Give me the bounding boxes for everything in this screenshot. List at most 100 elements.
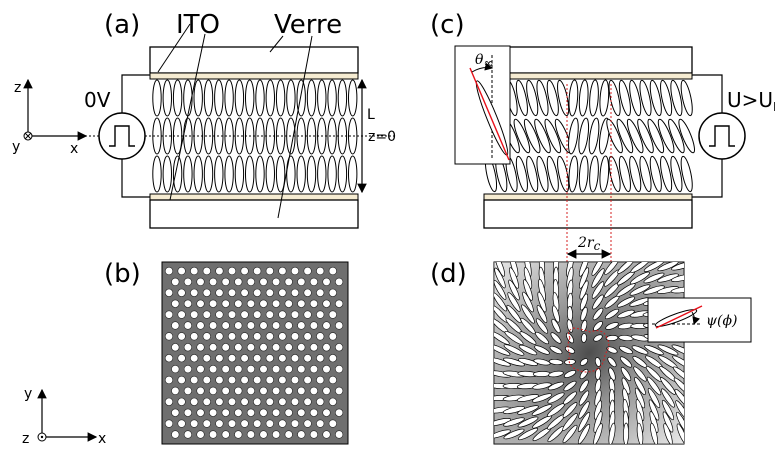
lattice-dot	[297, 386, 306, 396]
director-ellipse	[577, 412, 591, 432]
lattice-dot	[253, 354, 262, 363]
lattice-dot	[303, 397, 312, 406]
lattice-dot	[196, 408, 205, 417]
molecule	[568, 117, 579, 155]
lattice-dot	[215, 397, 224, 406]
lattice-dot	[234, 430, 243, 439]
lattice-dot	[303, 266, 312, 276]
molecule	[348, 155, 358, 193]
lattice-dot	[278, 375, 287, 385]
azimuth-director	[655, 305, 703, 329]
molecule	[348, 79, 358, 117]
director-ellipse	[643, 285, 665, 295]
lattice-dot	[328, 397, 337, 406]
director-ellipse	[674, 388, 684, 408]
molecule	[337, 155, 348, 193]
lattice-dot	[265, 419, 274, 428]
molecule	[255, 79, 265, 117]
lattice-dot	[171, 386, 180, 396]
panel-label-c: (c)	[430, 10, 465, 40]
director-ellipse	[663, 423, 673, 444]
molecule	[214, 155, 224, 193]
molecule	[306, 79, 317, 117]
director-ellipse	[535, 318, 549, 334]
lattice-dot	[209, 365, 218, 374]
lattice-dot	[234, 321, 243, 330]
director-ellipse	[579, 358, 589, 366]
lattice-dot	[335, 365, 344, 374]
lattice-dot	[171, 430, 180, 439]
molecule	[327, 117, 337, 155]
lattice-dot	[246, 430, 255, 439]
molecule	[670, 79, 683, 117]
director-ellipse	[591, 262, 605, 276]
lattice-dot	[246, 321, 255, 330]
director-ellipse	[504, 331, 524, 345]
director-ellipse	[608, 367, 616, 381]
lattice-dot	[246, 386, 255, 396]
molecule	[306, 155, 317, 193]
voltage-off-label: 0V	[84, 88, 111, 112]
director-ellipse	[535, 331, 549, 345]
lattice-dot	[183, 277, 192, 287]
lattice-dot	[297, 321, 306, 330]
axis-label-y: y	[12, 139, 20, 155]
molecule	[183, 155, 193, 193]
lattice-dot	[316, 310, 325, 319]
lattice-dot	[253, 266, 262, 276]
director-ellipse	[593, 400, 603, 420]
director-ellipse	[562, 402, 578, 418]
molecule	[526, 79, 539, 117]
lattice-dot	[234, 365, 243, 374]
molecule	[536, 79, 549, 117]
lattice-dot	[335, 321, 344, 330]
lattice-dot	[183, 365, 192, 374]
lattice-dot	[240, 419, 249, 428]
director-ellipse	[661, 399, 675, 421]
director-ellipse	[533, 358, 551, 366]
lattice-dot	[335, 277, 344, 287]
lattice-dot	[335, 386, 344, 396]
axes-xy	[37, 388, 98, 442]
lattice-dot	[246, 343, 255, 352]
lattice-dot	[297, 299, 306, 308]
director-ellipse	[578, 262, 590, 277]
lattice-dot	[328, 310, 337, 319]
circuit-wire	[121, 74, 150, 198]
lattice-dot	[227, 332, 237, 341]
director-ellipse	[606, 346, 618, 354]
lattice-dot	[265, 354, 274, 363]
molecule	[275, 117, 286, 155]
lattice-dot	[183, 343, 192, 352]
director-ellipse	[650, 422, 658, 444]
molecule	[534, 118, 551, 154]
molecule	[172, 155, 183, 193]
diameter-label: 2rc	[577, 235, 601, 253]
molecule	[203, 155, 214, 193]
lattice-dot	[183, 408, 192, 417]
lattice-dot	[303, 354, 312, 363]
lattice-dot	[265, 375, 274, 385]
director-ellipse	[631, 345, 649, 355]
lattice-dot	[202, 332, 211, 341]
lattice-dot	[253, 332, 262, 341]
lattice-dot	[227, 375, 237, 385]
director-ellipse	[519, 331, 537, 345]
director-ellipse	[634, 377, 646, 395]
lattice-dot	[177, 332, 186, 341]
lattice-dot	[164, 419, 174, 428]
lattice-dot	[221, 386, 230, 396]
lattice-dot	[221, 299, 230, 308]
molecule	[286, 79, 296, 117]
lattice-dot	[177, 288, 186, 297]
lattice-dot	[322, 343, 331, 352]
lattice-dot	[328, 375, 337, 385]
lattice-dot	[316, 266, 325, 276]
lattice-dot	[171, 299, 180, 308]
director-ellipse	[517, 416, 539, 428]
director-ellipse	[676, 423, 684, 444]
molecule	[649, 155, 662, 193]
lattice-dot	[278, 332, 287, 341]
lattice-dot	[164, 354, 174, 363]
molecule	[626, 118, 644, 154]
